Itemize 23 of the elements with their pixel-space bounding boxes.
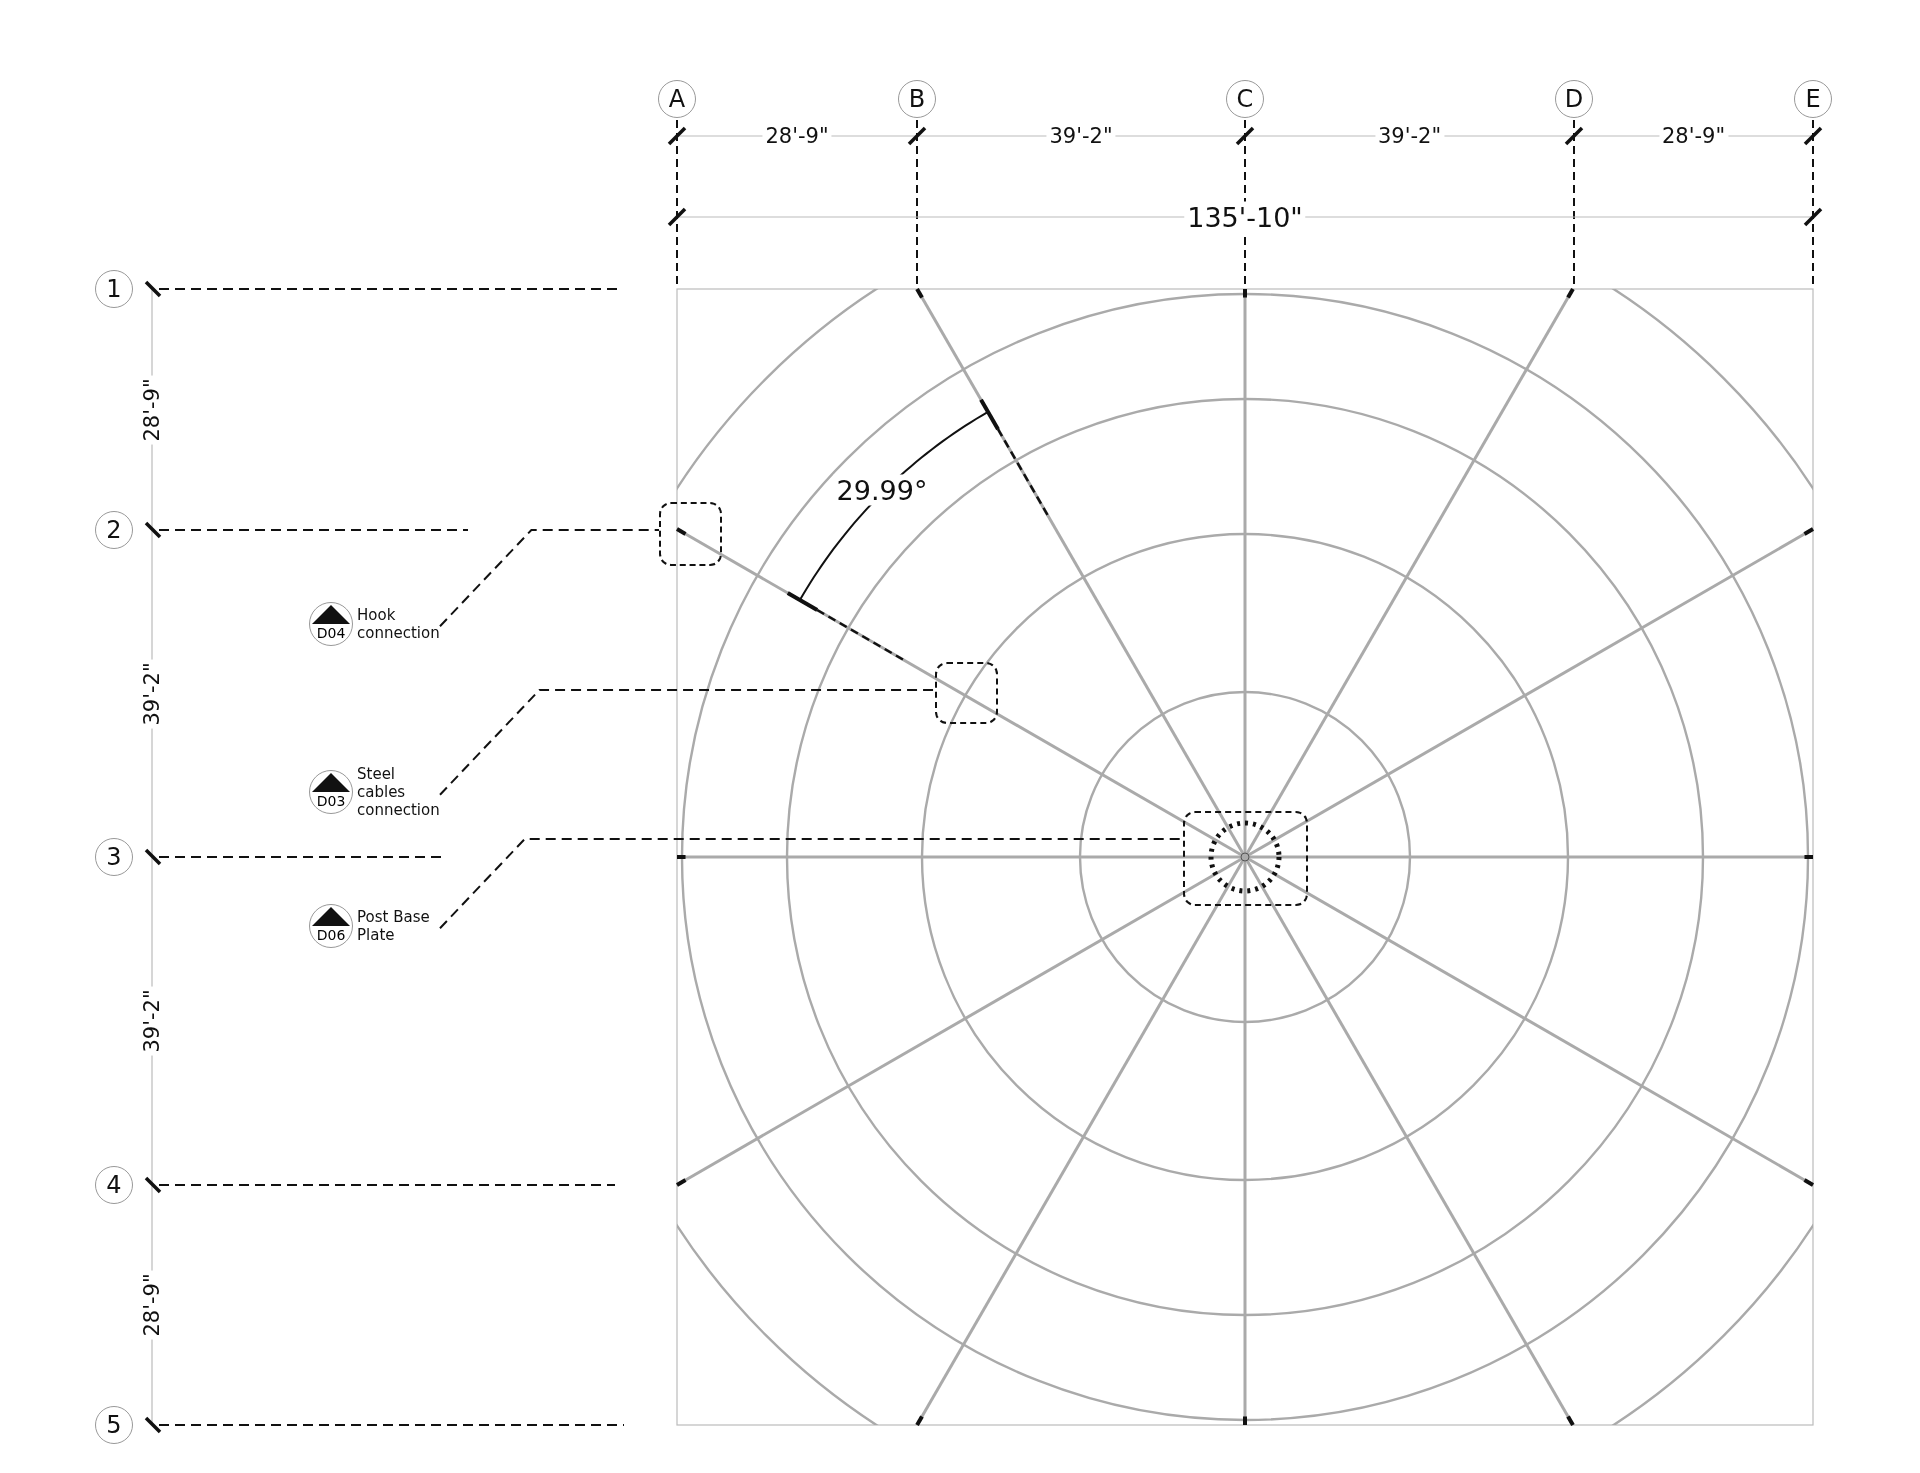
- callout-label: Steel cables connection: [357, 765, 437, 819]
- detail-number: D04: [315, 624, 347, 642]
- grid-bubble: E: [1794, 80, 1832, 118]
- detail-boundary: [1183, 811, 1308, 906]
- grid-bubble: 2: [95, 511, 133, 549]
- leader-line: [439, 529, 660, 628]
- detail-number: D03: [315, 792, 347, 810]
- grid-bubble: 3: [95, 838, 133, 876]
- detail-boundary: [935, 662, 998, 724]
- grid-bubble: 5: [95, 1406, 133, 1444]
- grid-bubble: 1: [95, 270, 133, 308]
- grid-bubble: A: [658, 80, 696, 118]
- detail-boundary: [659, 502, 722, 566]
- callout-label: Post Base Plate: [357, 908, 431, 944]
- leader-line: [439, 689, 936, 796]
- grid-bubble: B: [898, 80, 936, 118]
- dimension-label: 135'-10": [1184, 201, 1306, 233]
- detail-number: D06: [315, 926, 347, 944]
- detail-callout: [309, 602, 437, 646]
- grid-bubble: D: [1555, 80, 1593, 118]
- grid-bubble: 4: [95, 1166, 133, 1204]
- grid-bubble: C: [1226, 80, 1264, 118]
- callout-label: Hook connection: [357, 606, 437, 642]
